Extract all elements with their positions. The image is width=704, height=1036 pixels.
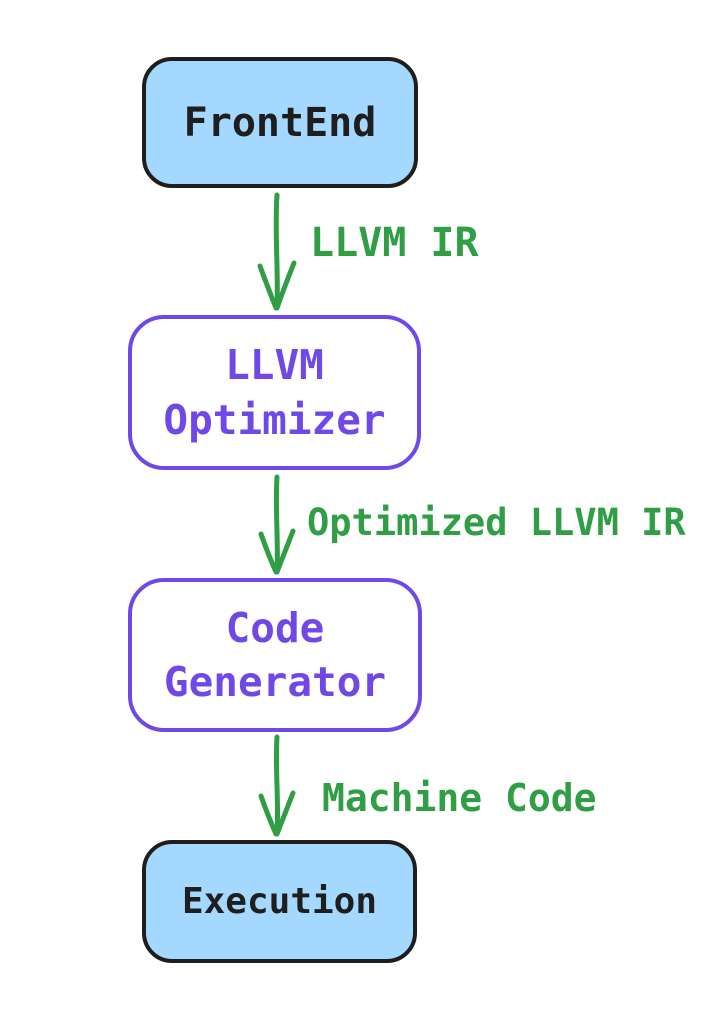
node-frontend-label: FrontEnd xyxy=(183,99,377,146)
node-execution-label: Execution xyxy=(181,881,378,922)
node-code-generator-label: Code Generator xyxy=(163,603,387,706)
arrow-shaft xyxy=(273,474,280,574)
node-code-generator: Code Generator xyxy=(128,578,422,732)
arrowhead-icon xyxy=(258,528,296,575)
flow-arrow-frontend-to-optimizer xyxy=(257,192,297,311)
flow-arrow-optimizer-to-codegen xyxy=(258,474,296,575)
edge-label-llvm-ir: LLVM IR xyxy=(310,220,479,266)
arrowhead-icon xyxy=(257,260,297,311)
edge-label-optimized-llvm-ir: Optimized LLVM IR xyxy=(307,501,686,544)
arrowhead-icon xyxy=(258,790,296,837)
node-frontend: FrontEnd xyxy=(142,57,418,188)
node-execution: Execution xyxy=(142,840,417,963)
arrow-shaft xyxy=(273,192,280,310)
node-llvm-optimizer-label: LLVM Optimizer xyxy=(163,341,386,444)
arrow-shaft xyxy=(273,734,281,836)
flow-arrow-codegen-to-execution xyxy=(258,734,296,837)
node-llvm-optimizer: LLVM Optimizer xyxy=(128,315,421,470)
edge-label-machine-code: Machine Code xyxy=(322,776,597,820)
